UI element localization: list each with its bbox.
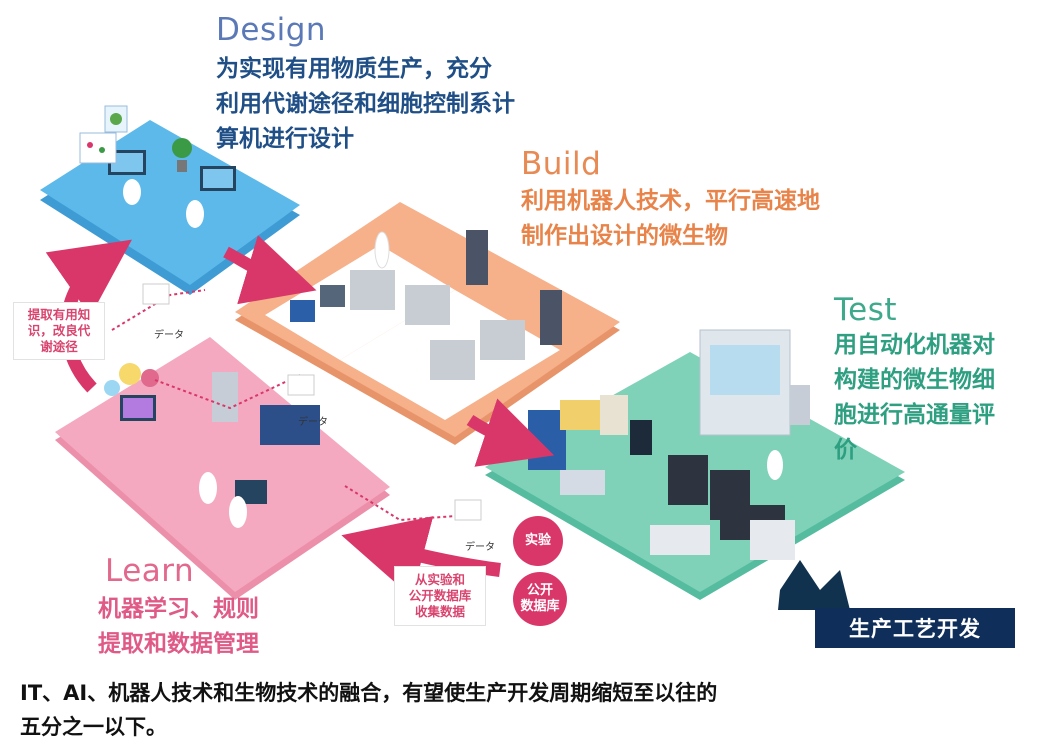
learn-line: 提取和数据管理 [98, 631, 259, 657]
data-tag-label: データ [465, 540, 495, 553]
cell-bubbles [104, 363, 159, 396]
test-line: 构建的微生物细 [834, 367, 995, 393]
callout-line: 公开数据库 [408, 588, 472, 603]
build-platform [235, 202, 620, 445]
data-tag-1: データ [142, 283, 184, 341]
test-line: 价 [834, 437, 857, 463]
build-equipment [290, 285, 345, 322]
learn-title: Learn [105, 553, 195, 589]
test-to-learn-arrow [341, 516, 501, 598]
design-workstation-2 [186, 166, 236, 228]
test-title: Test [834, 292, 898, 328]
learn-platform [55, 337, 390, 600]
design-description: 为实现有用物质生产，充分 利用代谢途径和细胞控制系计 算机进行设计 [216, 52, 515, 157]
design-title: Design [216, 12, 327, 48]
callout-line: 从实验和 [414, 572, 465, 587]
data-tag-2: データ [287, 374, 328, 428]
molecule-panel-icon [79, 105, 128, 164]
footer-line: IT、AI、机器人技术和生物技术的融合，有望使生产开发周期缩短至以往的 [20, 681, 718, 705]
build-description: 利用机器人技术，平行高速地 制作出设计的微生物 [521, 184, 820, 254]
footer-caption: IT、AI、机器人技术和生物技术的融合，有望使生产开发周期缩短至以往的 五分之一… [20, 676, 1020, 744]
experiment-label: 实验 [524, 533, 551, 548]
callout-line: 收集数据 [414, 604, 465, 619]
callout-line: 谢途径 [40, 339, 78, 354]
build-line: 利用机器人技术，平行高速地 [521, 188, 820, 214]
test-description: 用自动化机器对 构建的微生物细 胞进行高通量评 价 [834, 328, 1039, 468]
experiment-circle: 实验 [513, 516, 563, 566]
learn-description: 机器学习、规则 提取和数据管理 [98, 592, 259, 662]
callout-line: 提取有用知 [27, 307, 91, 322]
public-db-line: 数据库 [520, 599, 560, 614]
build-line: 制作出设计的微生物 [521, 223, 728, 249]
learn-line: 机器学习、规则 [98, 596, 259, 622]
test-line: 用自动化机器对 [834, 332, 995, 358]
design-line: 利用代谢途径和细胞控制系计 [216, 91, 515, 117]
public-db-label: 公开 数据库 [520, 583, 559, 615]
build-to-test-arrow [466, 398, 555, 467]
design-to-build-arrow [223, 235, 317, 305]
robot-units [350, 230, 562, 380]
design-line: 算机进行设计 [216, 126, 354, 152]
public-database-circle: 公开 数据库 [513, 572, 567, 626]
design-line: 为实现有用物质生产，充分 [216, 56, 492, 82]
test-platform [485, 329, 905, 610]
knowledge-extraction-callout: 提取有用知 识，改良代 谢途径 [13, 302, 105, 360]
plant-icon [172, 138, 192, 172]
test-instruments [528, 329, 810, 560]
process-development-badge: 生产工艺开发 [815, 608, 1015, 648]
data-tag-3: データ [454, 499, 495, 553]
public-db-line: 公开 [526, 583, 553, 598]
data-tag-label: データ [154, 328, 184, 341]
footer-line: 五分之一以下。 [20, 715, 167, 739]
data-collection-callout: 从实验和 公开数据库 收集数据 [394, 566, 486, 626]
data-tag-label: データ [298, 415, 328, 428]
test-line: 胞进行高通量评 [834, 402, 995, 428]
mountain-shape [778, 560, 850, 610]
data-flow-lines [111, 289, 471, 522]
callout-line: 识，改良代 [27, 323, 91, 338]
build-title: Build [521, 146, 602, 182]
